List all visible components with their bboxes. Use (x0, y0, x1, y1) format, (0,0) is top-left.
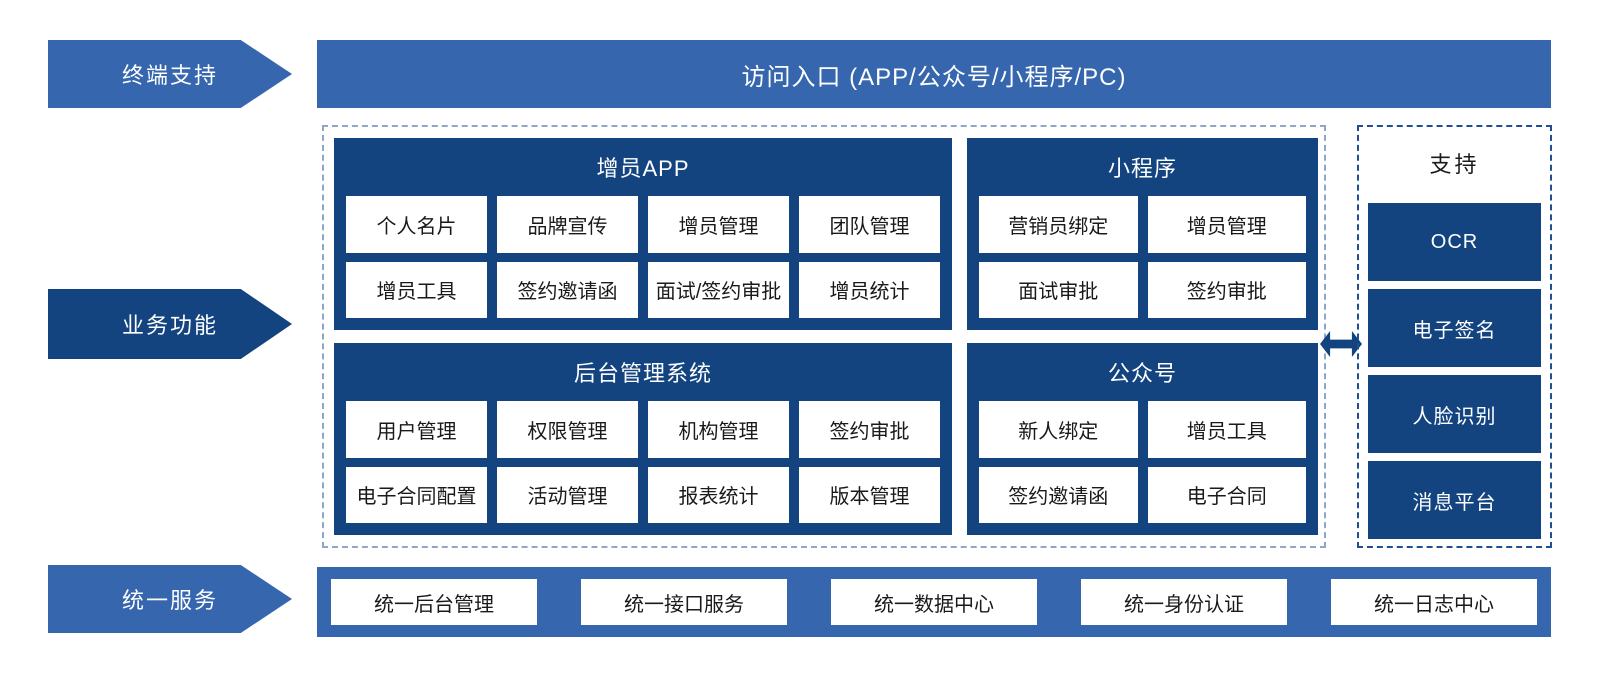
panel-backend-management: 后台管理系统 用户管理 权限管理 机构管理 签约审批 电子合同配置 活动管理 报… (334, 343, 952, 535)
feature-row: 签约邀请函 电子合同 (979, 466, 1306, 523)
panel-title: 公众号 (1107, 361, 1177, 386)
feature-cell: 增员管理 (648, 196, 789, 253)
feature-cell: 增员管理 (1147, 196, 1306, 253)
flow-arrow-label: 业务功能 (121, 313, 218, 338)
feature-cell: 版本管理 (799, 466, 940, 523)
feature-row: 新人绑定 增员工具 (979, 401, 1306, 458)
panel-title: 后台管理系统 (573, 361, 712, 386)
support-item: OCR (1368, 203, 1541, 281)
support-panel-title: 支持 (1429, 152, 1480, 177)
feature-row: 个人名片 品牌宣传 增员管理 团队管理 (346, 196, 940, 253)
feature-cell: 面试/签约审批 (648, 261, 789, 318)
service-cell: 统一数据中心 (831, 579, 1037, 625)
flow-arrow-label: 统一服务 (121, 588, 218, 613)
access-entry-title: 访问入口 (APP/公众号/小程序/PC) (741, 63, 1127, 91)
panel-body: 用户管理 权限管理 机构管理 签约审批 电子合同配置 活动管理 报表统计 版本管… (346, 401, 940, 523)
feature-cell: 增员工具 (1147, 401, 1306, 458)
service-cell: 统一后台管理 (331, 579, 537, 625)
feature-row: 增员工具 签约邀请函 面试/签约审批 增员统计 (346, 261, 940, 318)
feature-cell: 签约审批 (1147, 261, 1306, 318)
feature-cell: 签约审批 (799, 401, 940, 458)
feature-cell: 报表统计 (648, 466, 789, 523)
flow-arrow-label: 终端支持 (121, 63, 218, 88)
flow-arrow-terminal-support: 终端支持 (48, 40, 292, 108)
panel-recruit-app: 增员APP 个人名片 品牌宣传 增员管理 团队管理 增员工具 签约邀请函 面试/… (334, 138, 952, 330)
support-items: OCR 电子签名 人脸识别 消息平台 (1368, 203, 1541, 539)
unified-services-bar: 统一后台管理 统一接口服务 统一数据中心 统一身份认证 统一日志中心 (317, 567, 1551, 637)
service-cell: 统一接口服务 (581, 579, 787, 625)
service-cell: 统一身份认证 (1081, 579, 1287, 625)
feature-cell: 权限管理 (497, 401, 638, 458)
support-item: 人脸识别 (1368, 375, 1541, 453)
feature-cell: 增员统计 (799, 261, 940, 318)
feature-cell: 增员工具 (346, 261, 487, 318)
panel-title: 小程序 (1107, 156, 1177, 181)
panel-mini-program: 小程序 营销员绑定 增员管理 面试审批 签约审批 (967, 138, 1318, 330)
feature-cell: 营销员绑定 (979, 196, 1138, 253)
feature-cell: 面试审批 (979, 261, 1138, 318)
support-item: 电子签名 (1368, 289, 1541, 367)
feature-cell: 活动管理 (497, 466, 638, 523)
feature-row: 用户管理 权限管理 机构管理 签约审批 (346, 401, 940, 458)
feature-cell: 签约邀请函 (497, 261, 638, 318)
support-item: 消息平台 (1368, 461, 1541, 539)
panel-body: 个人名片 品牌宣传 增员管理 团队管理 增员工具 签约邀请函 面试/签约审批 增… (346, 196, 940, 318)
feature-cell: 团队管理 (799, 196, 940, 253)
flow-arrow-unified-services: 统一服务 (48, 565, 292, 633)
feature-cell: 电子合同配置 (346, 466, 487, 523)
panel-official-account: 公众号 新人绑定 增员工具 签约邀请函 电子合同 (967, 343, 1318, 535)
support-dashed-container: 支持 OCR 电子签名 人脸识别 消息平台 (1357, 125, 1552, 548)
feature-cell: 个人名片 (346, 196, 487, 253)
feature-cell: 新人绑定 (979, 401, 1138, 458)
panel-title: 增员APP (596, 156, 690, 181)
feature-row: 营销员绑定 增员管理 (979, 196, 1306, 253)
panel-body: 营销员绑定 增员管理 面试审批 签约审批 (979, 196, 1306, 318)
business-functions-dashed-container (322, 125, 1326, 548)
feature-row: 电子合同配置 活动管理 报表统计 版本管理 (346, 466, 940, 523)
feature-cell: 电子合同 (1147, 466, 1306, 523)
feature-row: 面试审批 签约审批 (979, 261, 1306, 318)
feature-cell: 品牌宣传 (497, 196, 638, 253)
bidirectional-arrow-icon (1320, 331, 1362, 357)
access-entry-bar: 访问入口 (APP/公众号/小程序/PC) (317, 40, 1551, 108)
panel-body: 新人绑定 增员工具 签约邀请函 电子合同 (979, 401, 1306, 523)
feature-cell: 签约邀请函 (979, 466, 1138, 523)
service-cell: 统一日志中心 (1331, 579, 1537, 625)
feature-cell: 用户管理 (346, 401, 487, 458)
feature-cell: 机构管理 (648, 401, 789, 458)
flow-arrow-business-functions: 业务功能 (48, 289, 292, 359)
